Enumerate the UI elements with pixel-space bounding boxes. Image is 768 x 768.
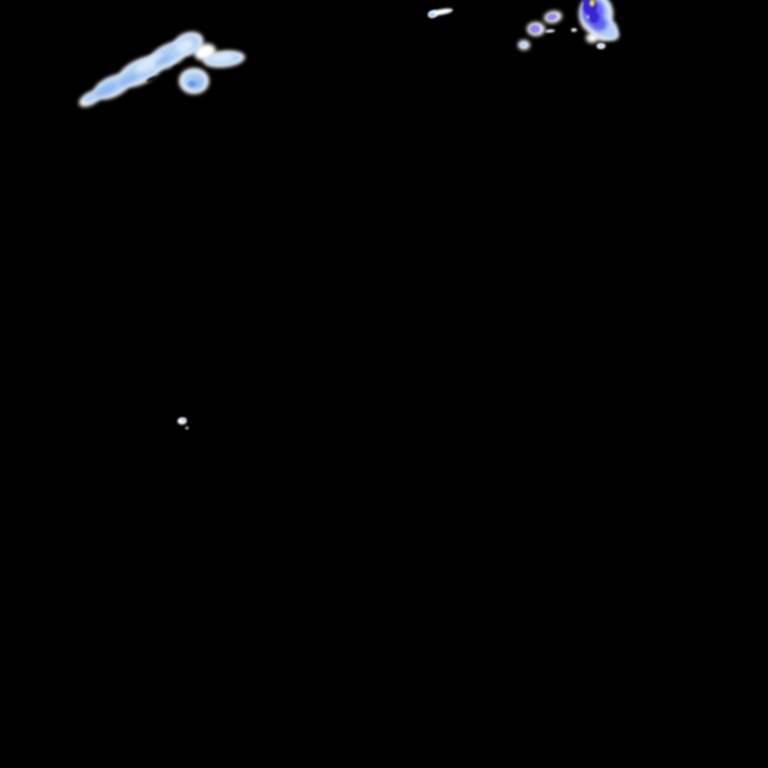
radar-cell-ne-strong-cell (579, 0, 619, 49)
radar-cell-ne-small-specks-shape (545, 29, 555, 33)
radar-cell-ne-small-specks-shape (571, 28, 577, 32)
radar-cell-w-tiny-speck (177, 417, 189, 430)
radar-cell-nw-light-band-shape (118, 74, 138, 86)
radar-cell-nw-light-band (79, 32, 245, 107)
radar-cell-ne-small-specks-shape (529, 24, 541, 34)
radar-cell-ne-strong-cell-shape (586, 33, 598, 43)
radar-cell-nw-light-band-shape (172, 64, 180, 70)
radar-cell-ne-strong-cell-shape (589, 11, 599, 23)
radar-cell-w-tiny-speck-shape (185, 426, 189, 430)
radar-cell-nw-light-band-shape (146, 76, 158, 82)
radar-cell-n-tiny-streak-shape (428, 12, 436, 18)
radar-cell-ne-strong-cell-shape (604, 28, 618, 40)
radar-cell-w-tiny-speck-shape (181, 418, 187, 422)
radar-cell-nw-light-band-shape (176, 39, 194, 53)
radar-cell-ne-small-specks-shape (546, 13, 558, 21)
radar-cell-nw-light-band-shape (188, 81, 196, 87)
radar-cells-layer (79, 0, 619, 430)
radar-cell-nw-light-band-shape (210, 53, 234, 63)
radar-cell-n-tiny-streak (428, 8, 453, 18)
radar-cell-ne-strong-cell-shape (589, 0, 595, 7)
radar-cell-ne-strong-cell-shape (582, 0, 592, 4)
radar-cell-nw-light-band-shape (95, 83, 117, 97)
radar-cell-nw-light-band-shape (135, 53, 165, 73)
radar-cell-ne-strong-cell-shape (586, 15, 590, 19)
radar-cell-ne-strong-cell-shape (598, 44, 604, 48)
radar-cell-nw-light-band-shape (154, 54, 172, 66)
radar-cell-ne-small-specks (518, 10, 577, 50)
radar-cell-ne-small-specks-shape (520, 42, 526, 48)
